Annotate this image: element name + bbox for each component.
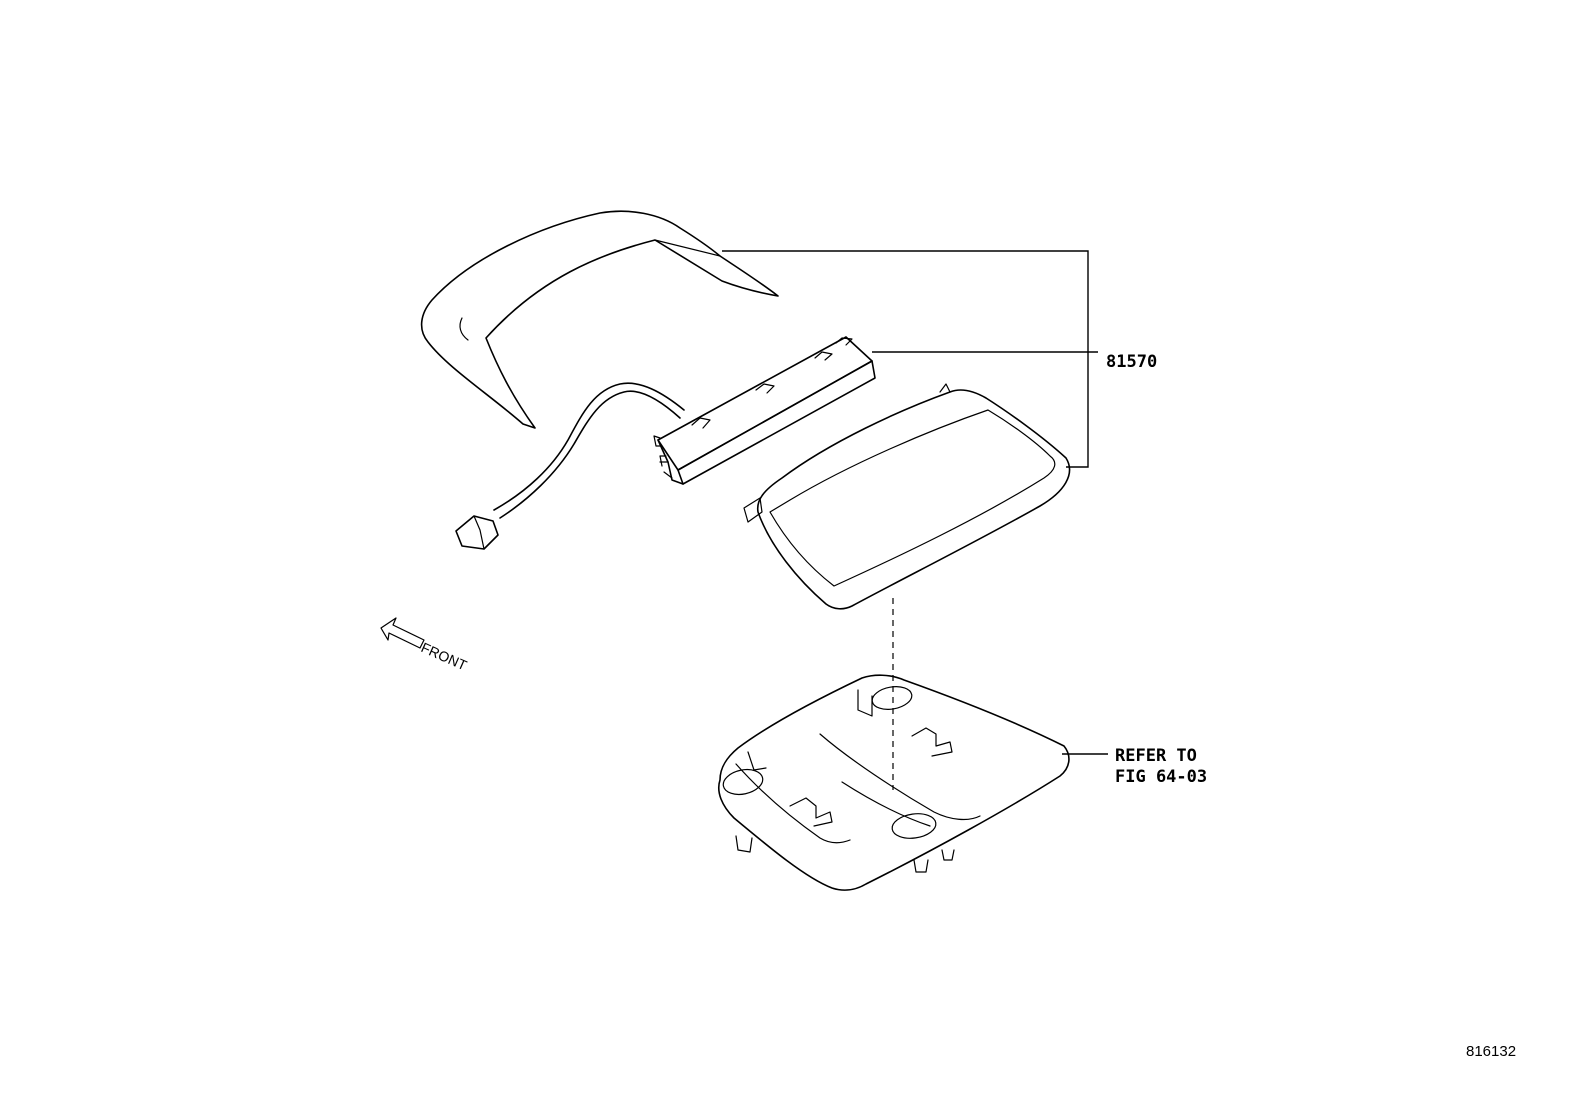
spoiler-cover[interactable]	[420, 210, 779, 429]
front-arrow-icon	[380, 617, 425, 649]
part-number-leader	[722, 250, 1098, 468]
wire-harness[interactable]	[455, 382, 685, 550]
part-number-label: 81570	[1106, 352, 1157, 372]
front-label: FRONT	[419, 639, 470, 673]
stop-lamp-bar[interactable]	[653, 336, 876, 485]
lamp-base[interactable]	[718, 674, 1070, 891]
refer-fig-label: FIG 64-03	[1115, 767, 1207, 787]
illustration-id: 816132	[1466, 1043, 1516, 1060]
refer-to-label: REFER TO	[1115, 746, 1197, 766]
lamp-lens[interactable]	[743, 383, 1071, 610]
